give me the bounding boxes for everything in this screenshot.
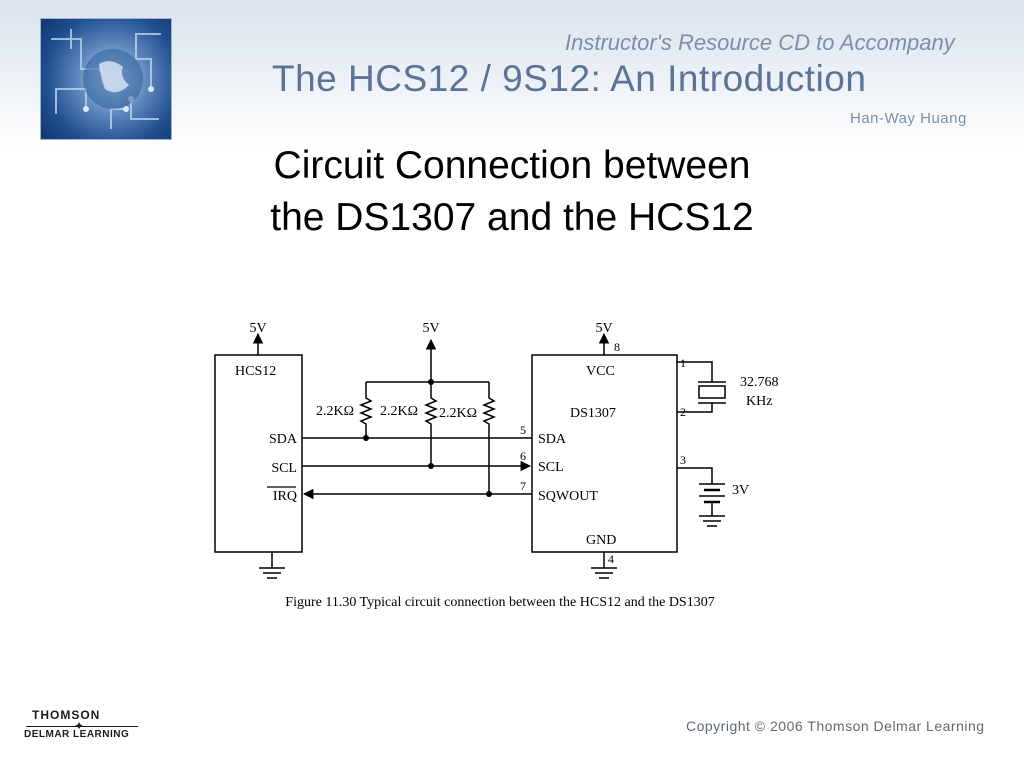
resistor-label-1: 2.2KΩ — [316, 404, 354, 419]
slide-title: Circuit Connection between the DS1307 an… — [160, 140, 864, 244]
pin-number-sda: 5 — [520, 423, 526, 437]
thomson-logo-text: THOMSON — [32, 708, 101, 722]
ds1307-pin-sqwout: SQWOUT — [538, 489, 598, 504]
pin-number-scl: 6 — [520, 449, 526, 463]
hcs12-pin-irq: IRQ — [273, 489, 297, 504]
ds1307-pin-sda: SDA — [538, 432, 567, 447]
resistor-sda — [358, 382, 374, 438]
hcs12-pin-scl: SCL — [271, 461, 297, 476]
ds1307-chip — [531, 354, 678, 553]
book-title: The HCS12 / 9S12: An Introduction — [272, 58, 867, 99]
pin-number-gnd: 4 — [608, 552, 614, 566]
ds1307-gnd-label: GND — [586, 533, 616, 548]
crystal-lead-2 — [677, 403, 713, 413]
battery-label: 3V — [732, 483, 749, 498]
pin-number-vcc: 8 — [614, 340, 620, 354]
ds1307-label: DS1307 — [570, 406, 616, 421]
slide-title-line2: the DS1307 and the HCS12 — [270, 196, 754, 239]
pin-number-x1: 1 — [680, 356, 686, 370]
hcs12-label: HCS12 — [235, 364, 276, 379]
resistor-scl — [423, 382, 439, 466]
author-name: Han-Way Huang — [850, 110, 967, 127]
figure-caption: Figure 11.30 Typical circuit connection … — [285, 595, 714, 610]
star-icon: ✦ — [74, 719, 85, 733]
thomson-logo-rule — [26, 726, 138, 727]
resistor-label-2: 2.2KΩ — [380, 404, 418, 419]
pin-number-vbat: 3 — [680, 453, 686, 467]
crystal-value-line1: 32.768 — [740, 375, 779, 390]
slide-title-line1: Circuit Connection between — [273, 144, 751, 187]
crystal-lead-1 — [677, 361, 713, 382]
junction-dot-irq — [486, 491, 492, 497]
resistor-label-3: 2.2KΩ — [439, 406, 477, 421]
hcs12-chip — [214, 354, 303, 553]
supply-label-ds1307: 5V — [595, 321, 612, 336]
battery-lead — [677, 467, 713, 484]
resistor-irq — [481, 382, 497, 494]
ds1307-vcc-label: VCC — [586, 364, 615, 379]
crystal-value-line2: KHz — [746, 394, 772, 409]
thomson-logo: THOMSON ✦ DELMAR LEARNING — [22, 704, 142, 744]
junction-dot-scl — [428, 463, 434, 469]
battery-ground-icon — [699, 515, 725, 527]
globe-logo-icon — [40, 18, 172, 140]
supply-label-hcs12: 5V — [249, 321, 266, 336]
junction-dot-sda — [363, 435, 369, 441]
hcs12-ground-icon — [259, 567, 285, 579]
ds1307-ground-icon — [591, 567, 617, 579]
copyright-notice: Copyright © 2006 Thomson Delmar Learning — [686, 718, 985, 734]
supply-label-pullup: 5V — [422, 321, 439, 336]
crystal-body — [698, 385, 726, 399]
header-subtitle: Instructor's Resource CD to Accompany — [565, 30, 955, 55]
hcs12-pin-sda: SDA — [269, 432, 298, 447]
junction-dot-supply — [428, 379, 434, 385]
ds1307-pin-scl: SCL — [538, 460, 564, 475]
pin-number-x2: 2 — [680, 405, 686, 419]
pin-number-sqwout: 7 — [520, 479, 526, 493]
delmar-logo-text: DELMAR LEARNING — [24, 729, 130, 740]
